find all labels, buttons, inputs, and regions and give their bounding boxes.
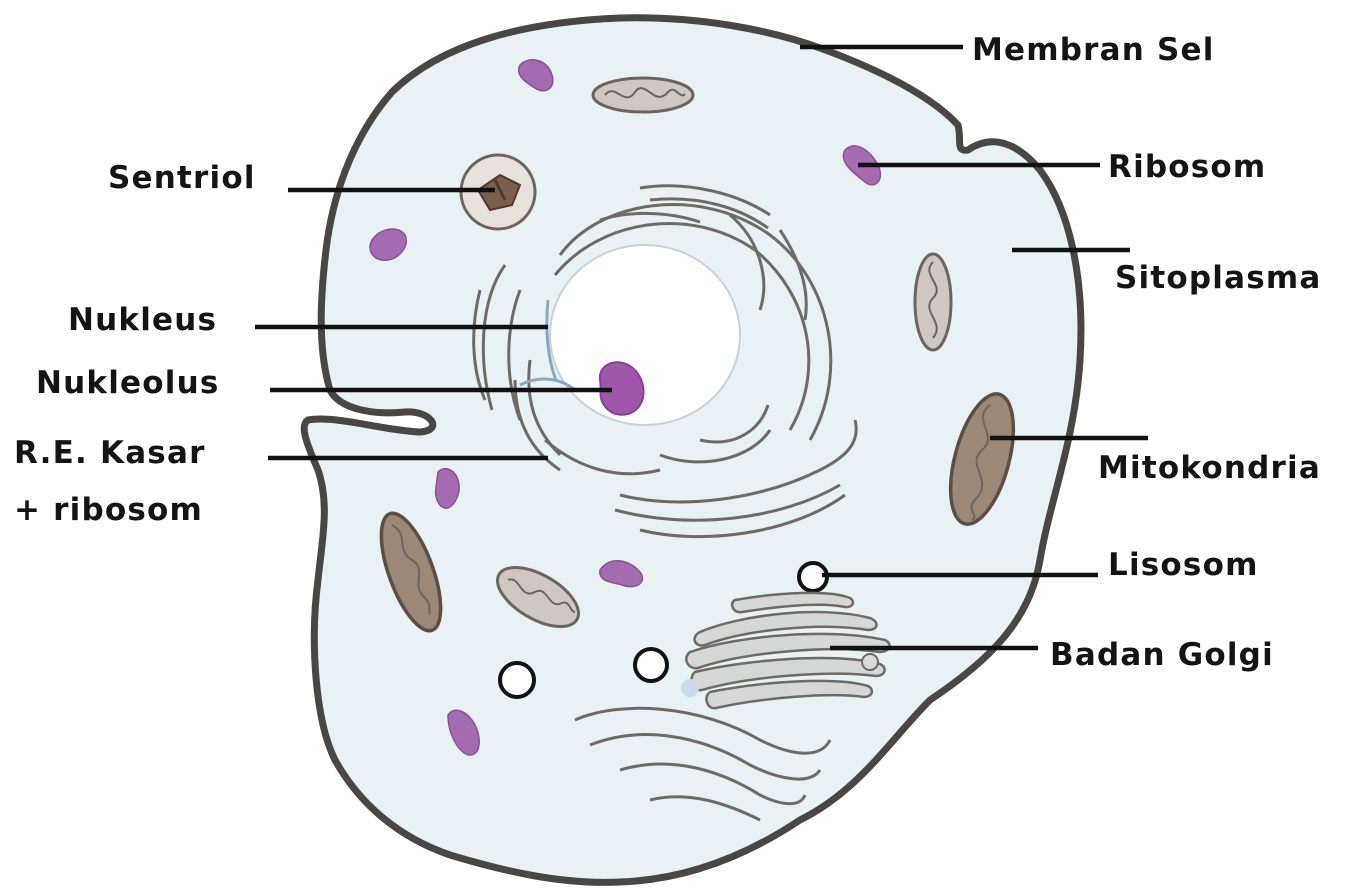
label-sentriol: Sentriol [108, 160, 256, 196]
label-membran-sel: Membran Sel [972, 32, 1215, 68]
label-re-kasar-ribosom: + ribosom [14, 492, 203, 528]
label-ribosom: Ribosom [1108, 149, 1266, 185]
label-mitokondria: Mitokondria [1098, 450, 1321, 486]
label-lisosom: Lisosom [1108, 547, 1259, 583]
label-re-kasar: R.E. Kasar [14, 435, 206, 471]
label-nukleolus: Nukleolus [36, 365, 220, 401]
nucleus [550, 245, 740, 425]
label-nukleus: Nukleus [68, 302, 217, 338]
label-badan-golgi: Badan Golgi [1050, 637, 1274, 673]
label-sitoplasma: Sitoplasma [1115, 260, 1321, 296]
